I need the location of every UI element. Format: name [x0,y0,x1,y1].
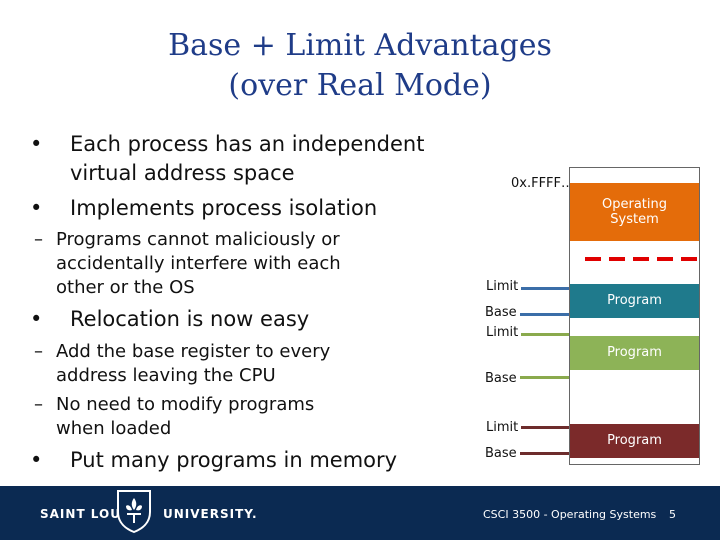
university-name-left: SAINT LOUIS [40,507,137,521]
sub-bullet-marker: – [34,229,43,250]
sub-bullet-text: address leaving the CPU [56,365,276,386]
page-number: 5 [669,508,676,521]
sub-bullet-marker: – [34,341,43,362]
bullet-text: Put many programs in memory [70,448,398,472]
base-label-1: Base [485,305,517,320]
os-label-line-2: System [610,212,659,227]
bullet-marker: • [30,132,43,156]
base-label-2: Base [485,371,517,386]
sub-bullet-marker: – [34,394,43,415]
bullet-text: virtual address space [70,161,295,185]
limit-pointer-2 [521,333,569,336]
boundary-dashed-line [585,257,700,261]
slide-title: Base + Limit Advantages (over Real Mode) [0,26,720,106]
sub-bullet-text: when loaded [56,418,172,439]
university-name-right: UNIVERSITY. [163,507,258,521]
bullet-marker: • [30,196,43,220]
sub-bullet-text: Programs cannot maliciously or [56,229,340,250]
course-label: CSCI 3500 - Operating Systems [483,508,657,521]
title-line-2: (over Real Mode) [228,68,492,103]
sub-bullet-text: other or the OS [56,277,195,298]
os-label-line-1: Operating [602,197,667,212]
sub-bullet-text: accidentally interfere with each [56,253,341,274]
footer-bar: SAINT LOUIS UNIVERSITY. CSCI 3500 - Oper… [0,486,720,540]
title-line-1: Base + Limit Advantages [168,28,552,63]
base-pointer-1 [520,313,569,316]
bullet-text: Each process has an independent [70,132,425,156]
base-label-3: Base [485,446,517,461]
os-segment: Operating System [570,183,699,241]
bullet-text: Implements process isolation [70,196,378,220]
bullet-marker: • [30,448,43,472]
program-segment-1: Program [570,284,699,318]
sub-bullet-text: Add the base register to every [56,341,331,362]
limit-label-3: Limit [486,420,519,435]
program-segment-2: Program [570,336,699,370]
university-crest-icon [117,490,151,534]
limit-label-1: Limit [486,279,519,294]
program-segment-3: Program [570,424,699,458]
bullet-text: Relocation is now easy [70,307,310,331]
limit-pointer-1 [521,287,569,290]
bullet-marker: • [30,307,43,331]
memory-diagram: Operating System Program Program Program [569,167,700,465]
sub-bullet-text: No need to modify programs [56,394,315,415]
limit-pointer-3 [521,426,569,429]
top-address-label: 0x.FFFF… [511,176,575,191]
limit-label-2: Limit [486,325,519,340]
base-pointer-2 [520,376,569,379]
base-pointer-3 [520,452,569,455]
